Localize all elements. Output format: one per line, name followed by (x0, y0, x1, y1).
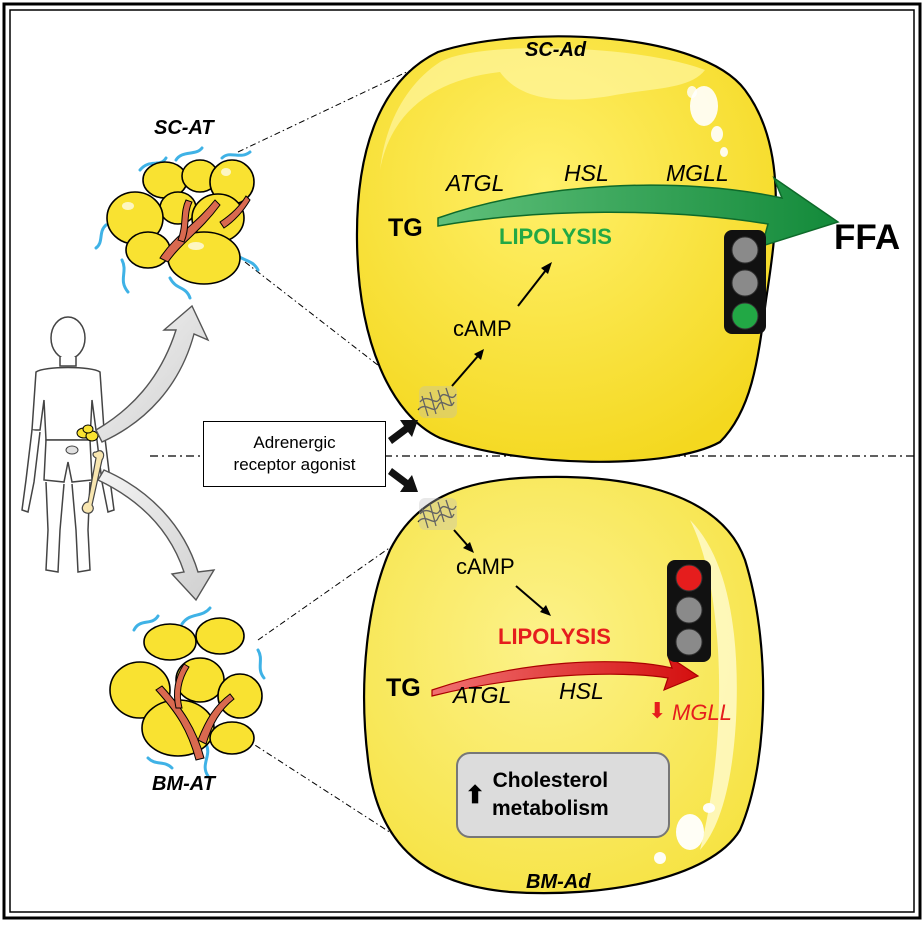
lipolysis-arrow-red (431, 654, 700, 697)
bm-ad-label: BM-Ad (526, 871, 591, 893)
agonist-arrow-up (388, 420, 418, 444)
tg-label-bottom: TG (386, 674, 421, 702)
camp-label-top: cAMP (453, 316, 512, 341)
traffic-light-top (724, 230, 766, 334)
fat-depot-marker (76, 424, 99, 442)
bm-at-label: BM-AT (152, 773, 215, 795)
traffic-light-bottom (667, 560, 711, 662)
sc-ad-label: SC-Ad (525, 39, 587, 61)
inner-frame (9, 9, 915, 913)
lipolysis-label-bottom: LIPOLYSIS (498, 624, 611, 649)
camp-label-bottom: cAMP (456, 554, 515, 579)
agonist-line1: Adrenergic (253, 433, 336, 452)
enzyme-atgl-bottom: ATGL (453, 682, 512, 708)
receptor-icon-bottom (417, 498, 457, 530)
sc-adipocyte (355, 35, 777, 463)
arrow-to-sc-at (95, 304, 210, 443)
cholesterol-line1: Cholesterol (492, 769, 609, 792)
bm-at-tissue-cluster (109, 606, 266, 778)
lipolysis-arrow-green (437, 175, 840, 248)
cholesterol-metabolism-box: ⬆ Cholesterol metabolism (456, 752, 670, 838)
tg-label-top: TG (388, 214, 423, 242)
lipolysis-label-top: LIPOLYSIS (499, 224, 612, 249)
arrow-to-bm-at (97, 469, 216, 602)
adrenergic-agonist-box: Adrenergic receptor agonist (203, 421, 386, 487)
ffa-label: FFA (834, 218, 901, 257)
enzyme-hsl-bottom: HSL (559, 678, 604, 704)
receptor-icon-top (417, 386, 457, 418)
enzyme-mgll-bottom: MGLL (672, 700, 732, 725)
sc-at-label: SC-AT (154, 117, 214, 139)
up-arrow-icon: ⬆ (464, 781, 486, 809)
femur-bone (65, 445, 105, 514)
cholesterol-line2: metabolism (492, 797, 609, 820)
human-figure (21, 316, 115, 573)
agonist-arrow-down (388, 468, 418, 492)
enzyme-hsl-top: HSL (564, 160, 609, 186)
bottom-pathway-arrows (453, 529, 551, 616)
top-pathway-arrows (451, 262, 552, 387)
agonist-line2: receptor agonist (233, 455, 356, 474)
enzyme-atgl-top: ATGL (446, 170, 505, 196)
down-arrow-icon: ⬇ (648, 698, 667, 723)
zoom-lines (237, 59, 433, 843)
enzyme-mgll-top: MGLL (666, 160, 729, 186)
sc-at-tissue-cluster (94, 146, 260, 300)
